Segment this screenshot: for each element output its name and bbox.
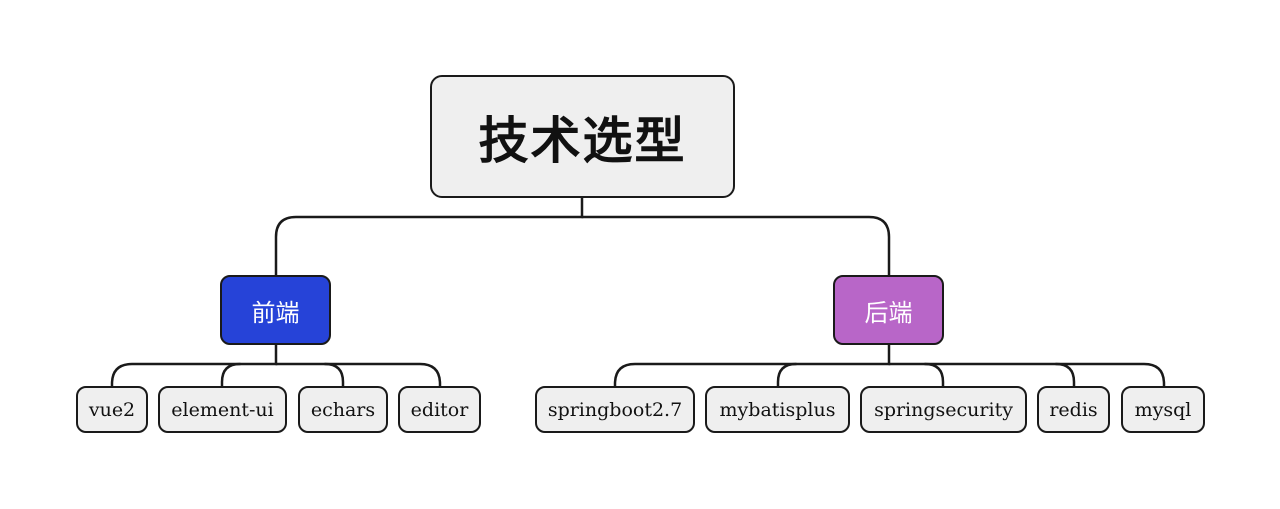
leaf-label: mysql xyxy=(1134,398,1192,421)
connector-frontend-echars xyxy=(323,362,345,388)
leaf-label: springboot2.7 xyxy=(547,398,683,421)
leaf-label: echars xyxy=(310,398,376,421)
connector-backend-leaves-right xyxy=(887,362,1166,388)
connector-backend-redis xyxy=(1054,362,1076,388)
frontend-label: 前端 xyxy=(251,298,300,327)
leaf-label: element-ui xyxy=(171,398,274,421)
leaf-label: redis xyxy=(1049,398,1098,421)
backend-node[interactable]: 后端 xyxy=(833,275,944,345)
leaf-vue2[interactable]: vue2 xyxy=(76,386,148,433)
frontend-node[interactable]: 前端 xyxy=(220,275,331,345)
leaf-echars[interactable]: echars xyxy=(298,386,388,433)
leaf-mysql[interactable]: mysql xyxy=(1121,386,1205,433)
connector-root-backend xyxy=(580,215,891,277)
connector-frontend-element-ui xyxy=(220,362,242,388)
root-label: 技术选型 xyxy=(478,111,687,170)
connector-backend-springsecurity xyxy=(923,362,945,388)
connector-backend-leaves xyxy=(613,343,891,388)
leaf-editor[interactable]: editor xyxy=(398,386,481,433)
connector-frontend-leaves xyxy=(110,343,278,388)
leaf-label: editor xyxy=(410,398,469,421)
leaf-element-ui[interactable]: element-ui xyxy=(158,386,287,433)
leaf-springsecurity[interactable]: springsecurity xyxy=(860,386,1027,433)
leaf-label: mybatisplus xyxy=(719,398,836,421)
leaf-mybatisplus[interactable]: mybatisplus xyxy=(705,386,850,433)
connector-backend-mybatisplus xyxy=(776,362,798,388)
leaf-label: vue2 xyxy=(88,398,136,421)
leaf-label: springsecurity xyxy=(874,398,1013,421)
leaf-springboot[interactable]: springboot2.7 xyxy=(535,386,695,433)
backend-label: 后端 xyxy=(864,298,913,327)
connector-frontend-leaves-right xyxy=(274,362,442,388)
leaf-redis[interactable]: redis xyxy=(1037,386,1110,433)
connector-root-frontend xyxy=(274,196,584,277)
root-node[interactable]: 技术选型 xyxy=(430,75,735,198)
